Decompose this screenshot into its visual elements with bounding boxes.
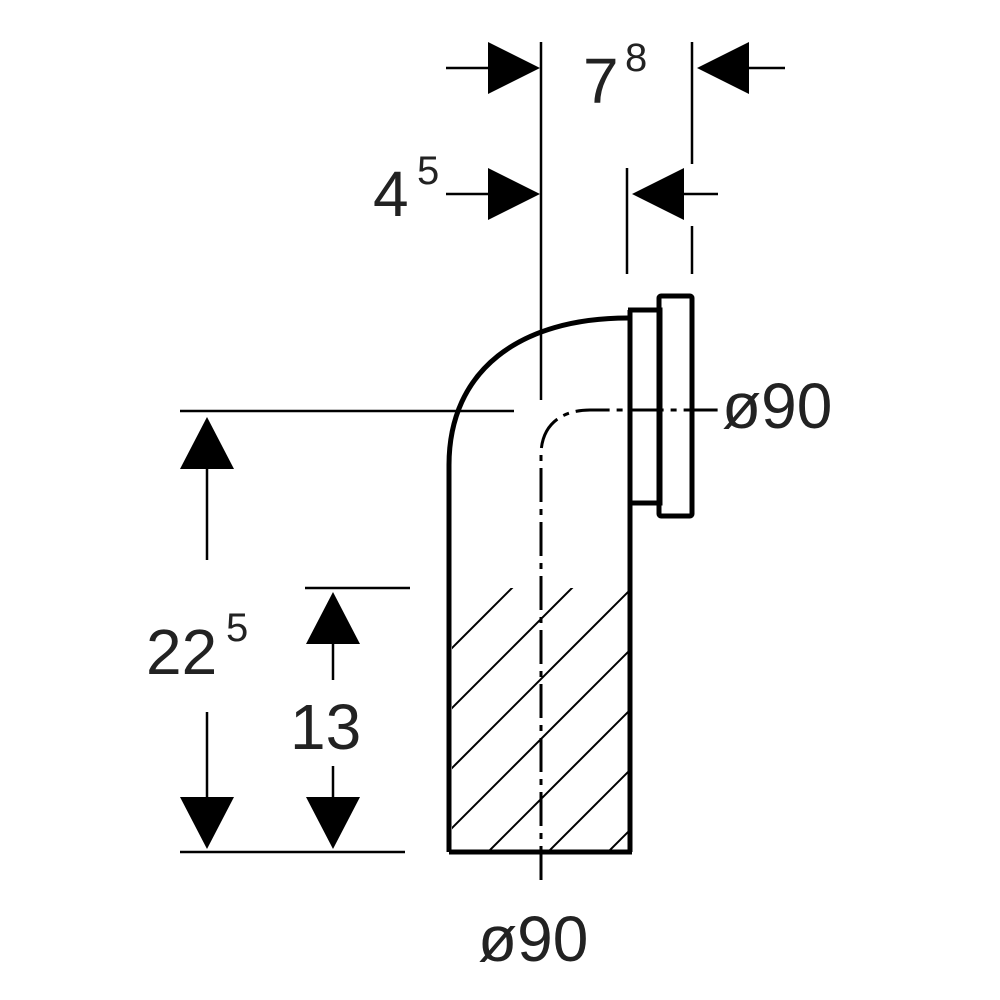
socket-outer-ring xyxy=(656,293,695,519)
pipe-centerline xyxy=(539,408,722,880)
dimension-label: 13 xyxy=(290,691,361,763)
diameter-label-outlet: ø90 xyxy=(722,370,832,442)
arrowhead-right xyxy=(488,168,540,220)
arrowhead-left xyxy=(632,168,684,220)
arrowhead-up xyxy=(180,417,234,469)
arrowhead-down xyxy=(306,797,360,849)
dimension-label-superscript: 8 xyxy=(625,36,647,80)
dimension-height-straight: 13 xyxy=(290,592,361,849)
dimension-offset-inner: 4 5 xyxy=(373,149,718,230)
extension-lines xyxy=(180,42,694,854)
dimension-label-base: 7 xyxy=(583,45,619,117)
dimension-label-superscript: 5 xyxy=(417,149,439,193)
pipe-socket xyxy=(627,293,695,519)
diameter-label-inlet: ø90 xyxy=(478,903,588,975)
dimension-label-base: 22 xyxy=(146,616,217,688)
dimension-label-base: 4 xyxy=(373,158,409,230)
pipe-outer-outline xyxy=(446,315,629,852)
arrowhead-right xyxy=(488,42,540,94)
dimension-offset-outer: 7 8 xyxy=(446,36,785,117)
arrowhead-down xyxy=(180,797,234,849)
socket-inner-ring xyxy=(627,307,663,506)
centerlines xyxy=(539,408,722,880)
dimension-label-superscript: 5 xyxy=(226,606,248,650)
dimension-height-total: 22 5 xyxy=(146,417,248,849)
hatch-pattern xyxy=(452,588,628,850)
arrowhead-left xyxy=(697,42,749,94)
arrowhead-up xyxy=(306,592,360,644)
